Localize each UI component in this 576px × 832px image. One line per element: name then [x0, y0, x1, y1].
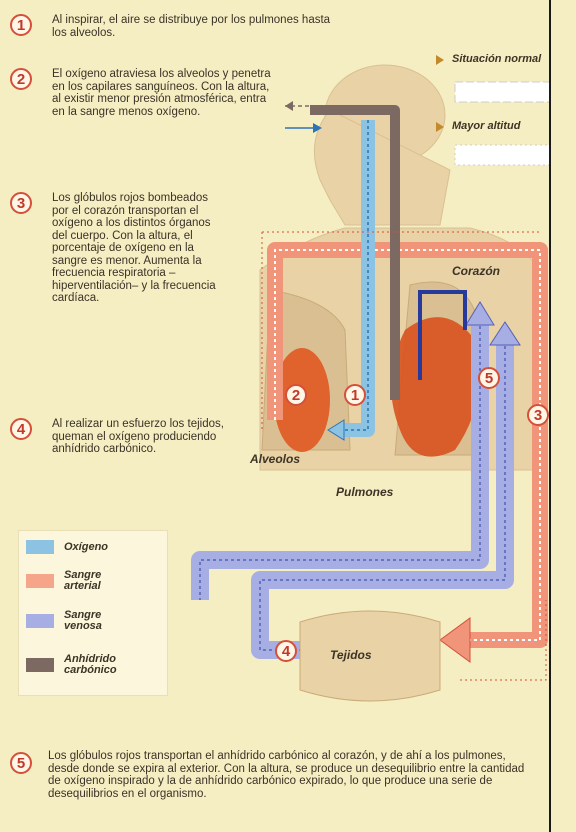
marker-5: 5: [478, 367, 500, 389]
normal-situation-label: Situación normal: [452, 53, 541, 65]
altitude-swatch: [455, 145, 550, 165]
step-5-text: Los glóbulos rojos transportan el anhídr…: [48, 750, 538, 800]
legend-item-arterial: Sangre arterial: [26, 570, 119, 592]
step-3-text: Los glóbulos rojos bombeados por el cora…: [52, 192, 222, 305]
legend-label: Sangre arterial: [64, 570, 119, 592]
co2-swatch: [26, 658, 54, 672]
alveoli-label: Alveolos: [250, 452, 300, 466]
legend-item-co2: Anhídrido carbónico: [26, 654, 134, 676]
marker-4: 4: [275, 640, 297, 662]
step-3-number: 3: [10, 192, 32, 214]
oxygen-swatch: [26, 540, 54, 554]
marker-1: 1: [344, 384, 366, 406]
higher-altitude-label: Mayor altitud: [452, 120, 520, 132]
step-4-number: 4: [10, 418, 32, 440]
legend-label: Sangre venosa: [64, 610, 119, 632]
legend-item-oxygen: Oxígeno: [26, 540, 108, 554]
arterial-arrow: [440, 618, 470, 662]
step-2-text: El oxígeno atraviesa los alveolos y pene…: [52, 68, 274, 118]
marker-2: 2: [285, 384, 307, 406]
venous-swatch: [26, 614, 54, 628]
step-5-number: 5: [10, 752, 32, 774]
column-divider: [549, 0, 551, 832]
step-1-number: 1: [10, 14, 32, 36]
tissues-label: Tejidos: [330, 648, 372, 662]
step-2-number: 2: [10, 68, 32, 90]
marker-3: 3: [527, 404, 549, 426]
normal-swatch: [455, 82, 550, 102]
heart-label: Corazón: [452, 264, 500, 278]
step-4-text: Al realizar un esfuerzo los tejidos, que…: [52, 418, 232, 456]
lungs-label: Pulmones: [336, 485, 393, 499]
legend-item-venous: Sangre venosa: [26, 610, 119, 632]
arterial-swatch: [26, 574, 54, 588]
legend-label: Anhídrido carbónico: [64, 654, 134, 676]
step-1-text: Al inspirar, el aire se distribuye por l…: [52, 14, 342, 39]
legend-label: Oxígeno: [64, 542, 108, 553]
